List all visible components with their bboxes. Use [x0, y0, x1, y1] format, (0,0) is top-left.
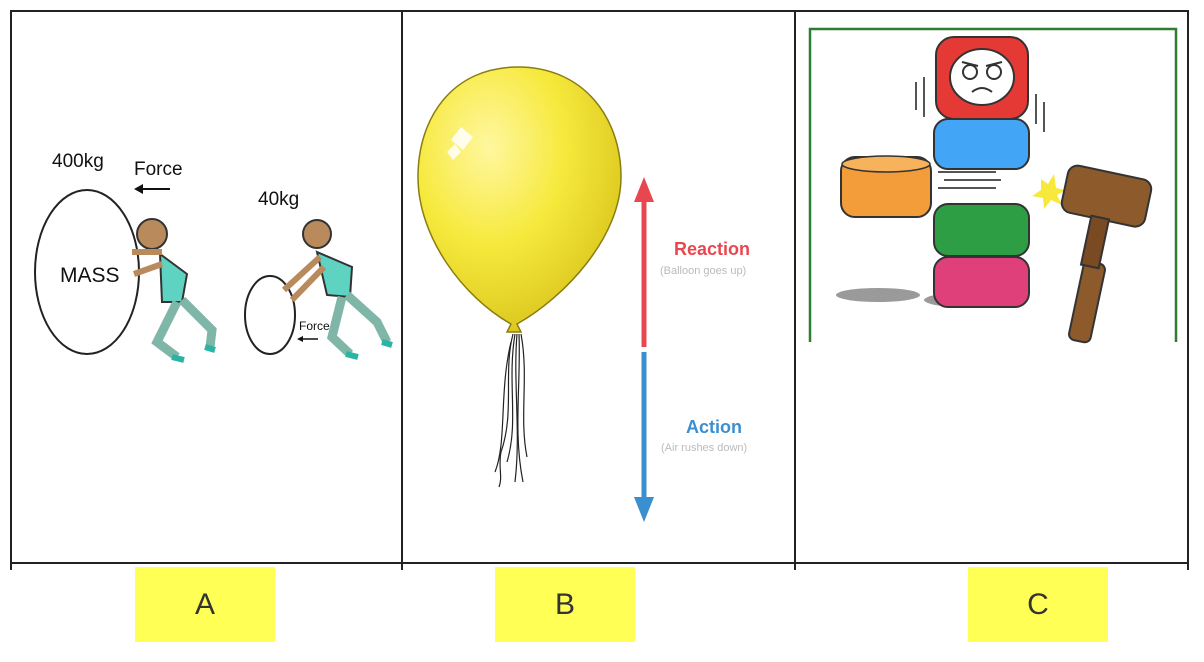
table-divider-2	[794, 10, 796, 570]
label-c-text: C	[1027, 587, 1049, 621]
daruma-blue-block	[933, 118, 1030, 170]
table-left-border	[10, 10, 12, 570]
balloon-string	[494, 333, 528, 488]
label-b-text: B	[554, 587, 575, 621]
reaction-label: Reaction	[674, 239, 750, 259]
action-sub: (Air rushes down)	[661, 442, 747, 454]
balloon	[417, 66, 622, 333]
mass-label: MASS	[60, 264, 120, 287]
table-right-border	[1187, 10, 1189, 570]
label-c: C	[968, 567, 1108, 642]
table-divider-1	[401, 10, 403, 570]
daruma-pink-block	[933, 256, 1030, 308]
action-arrow-down	[634, 497, 654, 522]
impact-star-icon	[1032, 174, 1066, 209]
daruma-head	[935, 36, 1029, 120]
man-pushing-small-mass	[281, 219, 393, 360]
reaction-arrow-up	[634, 177, 654, 202]
reaction-sub: (Balloon goes up)	[660, 265, 746, 277]
big-mass-weight: 400kg	[52, 151, 104, 172]
panel-b-balloon-illustration: Reaction (Balloon goes up) Action (Air r…	[403, 12, 794, 562]
daruma-green-block	[933, 203, 1030, 257]
label-b: B	[495, 567, 635, 642]
hammer-icon	[1060, 164, 1153, 344]
table-bottom-border	[10, 562, 1189, 564]
small-force-label: Force	[299, 319, 330, 333]
panel-c-daruma-illustration	[796, 12, 1187, 562]
man-pushing-big-mass	[132, 218, 217, 363]
big-force-label: Force	[134, 159, 183, 180]
panel-c-frame	[808, 27, 1178, 342]
label-a: A	[135, 567, 275, 642]
table-top-border	[10, 10, 1189, 12]
small-mass-weight: 40kg	[258, 189, 299, 210]
panel-a-mass-force-illustration: 400kg MASS Force 40kg Force	[12, 12, 401, 562]
small-mass-circle	[244, 275, 296, 355]
label-a-text: A	[194, 587, 215, 621]
action-label: Action	[686, 417, 742, 437]
